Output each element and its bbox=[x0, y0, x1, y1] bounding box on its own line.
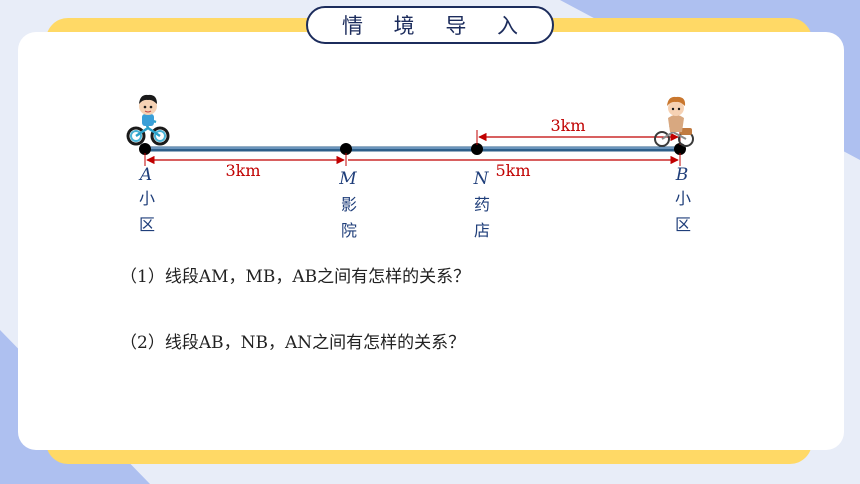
point-b-name-1: 小 bbox=[675, 189, 691, 208]
point-n-name-2: 店 bbox=[474, 221, 490, 240]
point-a-name-2: 区 bbox=[139, 215, 155, 234]
slide-title: 情 境 导 入 bbox=[306, 6, 554, 44]
point-m-name-2: 院 bbox=[341, 221, 357, 240]
point-a-name-1: 小 bbox=[139, 189, 155, 208]
point-n-letter: N bbox=[473, 169, 490, 189]
dimension-5km-label: 5km bbox=[495, 161, 530, 180]
point-a bbox=[139, 143, 151, 155]
dimension-nb-label: 3km bbox=[550, 116, 585, 135]
question-2: （2）线段AB，NB，AN之间有怎样的关系？ bbox=[120, 333, 466, 353]
question-1: （1）线段AM，MB，AB之间有怎样的关系？ bbox=[120, 267, 471, 287]
point-m-letter: M bbox=[338, 169, 357, 189]
boy-on-bicycle-icon bbox=[126, 94, 170, 146]
point-n-name-1: 药 bbox=[474, 195, 490, 214]
point-m bbox=[340, 143, 352, 155]
point-b-name-2: 区 bbox=[675, 215, 691, 234]
point-m-name-1: 影 bbox=[341, 195, 357, 214]
point-b-letter: B bbox=[675, 165, 689, 185]
dimension-am-label: 3km bbox=[225, 161, 260, 180]
girl-on-bicycle-icon bbox=[654, 96, 694, 147]
point-a-letter: A bbox=[138, 165, 152, 185]
point-n bbox=[471, 143, 483, 155]
